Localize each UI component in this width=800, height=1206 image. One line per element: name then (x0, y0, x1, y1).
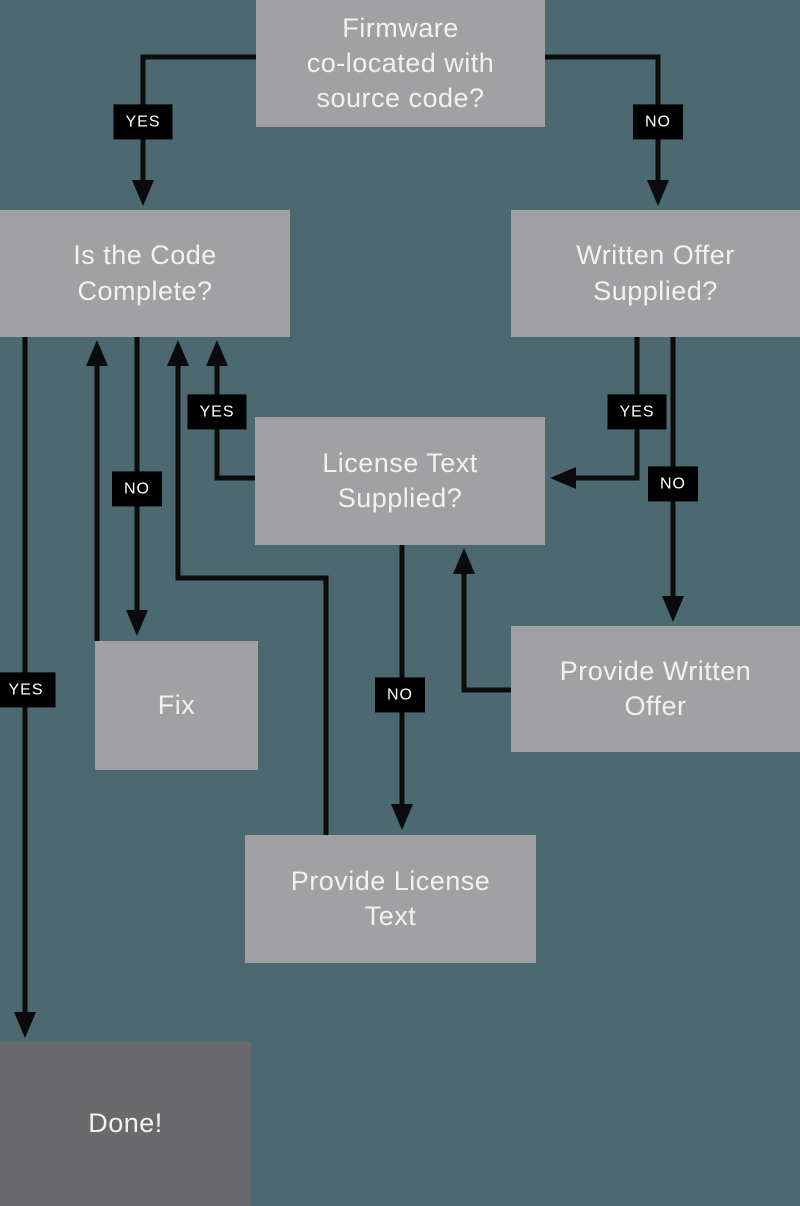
arrowhead-down-firmware-code-complete (132, 180, 154, 206)
arrowhead-down-license-text-provide-license-text (391, 804, 413, 830)
node-done: Done! (0, 1042, 251, 1206)
edge-firmware-code-complete (140, 54, 256, 182)
edge-provide-license-text-code-complete (175, 364, 329, 837)
node-code-complete: Is the Code Complete? (0, 210, 290, 337)
arrowhead-up-fix-code-complete (86, 340, 108, 366)
node-firmware-colocated: Firmware co-located with source code? (256, 0, 545, 127)
edge-label-yes-firmware-code-complete: YES (113, 104, 173, 140)
node-fix-label: Fix (157, 689, 196, 720)
edge-label-yes-code-complete-done: YES (0, 672, 56, 708)
edge-label-yes-written-offer-license-text: YES (607, 394, 667, 430)
edge-label-yes-license-text-code-complete: YES (187, 394, 247, 430)
node-provide-license-text: Provide License Text (245, 835, 536, 963)
node-code-complete-label: Is the Code Complete? (73, 240, 217, 306)
edge-label-no-code-complete-fix: NO (112, 471, 162, 507)
edge-provide-written-offer-license-text (461, 572, 511, 693)
node-provide-written-offer: Provide Written Offer (511, 626, 800, 752)
node-written-offer-label: Written Offer Supplied? (576, 240, 735, 306)
node-license-text: License Text Supplied? (255, 417, 545, 545)
node-written-offer: Written Offer Supplied? (511, 210, 800, 337)
arrowhead-down-firmware-written-offer (647, 180, 669, 206)
arrowhead-up-provide-written-offer-license-text (453, 548, 475, 574)
node-provide-license-text-label: Provide License Text (290, 865, 491, 931)
arrowhead-down-code-complete-done (14, 1012, 36, 1038)
node-firmware-colocated-label: Firmware co-located with source code? (306, 12, 495, 114)
arrowhead-left-written-offer-license-text (550, 467, 576, 489)
edge-firmware-written-offer (545, 54, 661, 182)
edge-label-no-written-offer-provide-written-offer: NO (648, 466, 698, 502)
arrowhead-down-written-offer-provide-written-offer (662, 596, 684, 622)
node-provide-written-offer-label: Provide Written Offer (559, 655, 752, 721)
arrowhead-up-license-text-code-complete (206, 340, 228, 366)
edge-label-no-firmware-written-offer: NO (633, 104, 683, 140)
edge-label-no-license-text-provide-license-text: NO (375, 677, 425, 713)
edge-written-offer-license-text (574, 337, 640, 481)
arrowhead-up-provide-license-text-code-complete (167, 340, 189, 366)
arrowhead-down-code-complete-fix (126, 610, 148, 636)
node-done-label: Done! (88, 1108, 163, 1139)
node-license-text-label: License Text Supplied? (322, 447, 478, 513)
node-fix: Fix (95, 641, 258, 770)
